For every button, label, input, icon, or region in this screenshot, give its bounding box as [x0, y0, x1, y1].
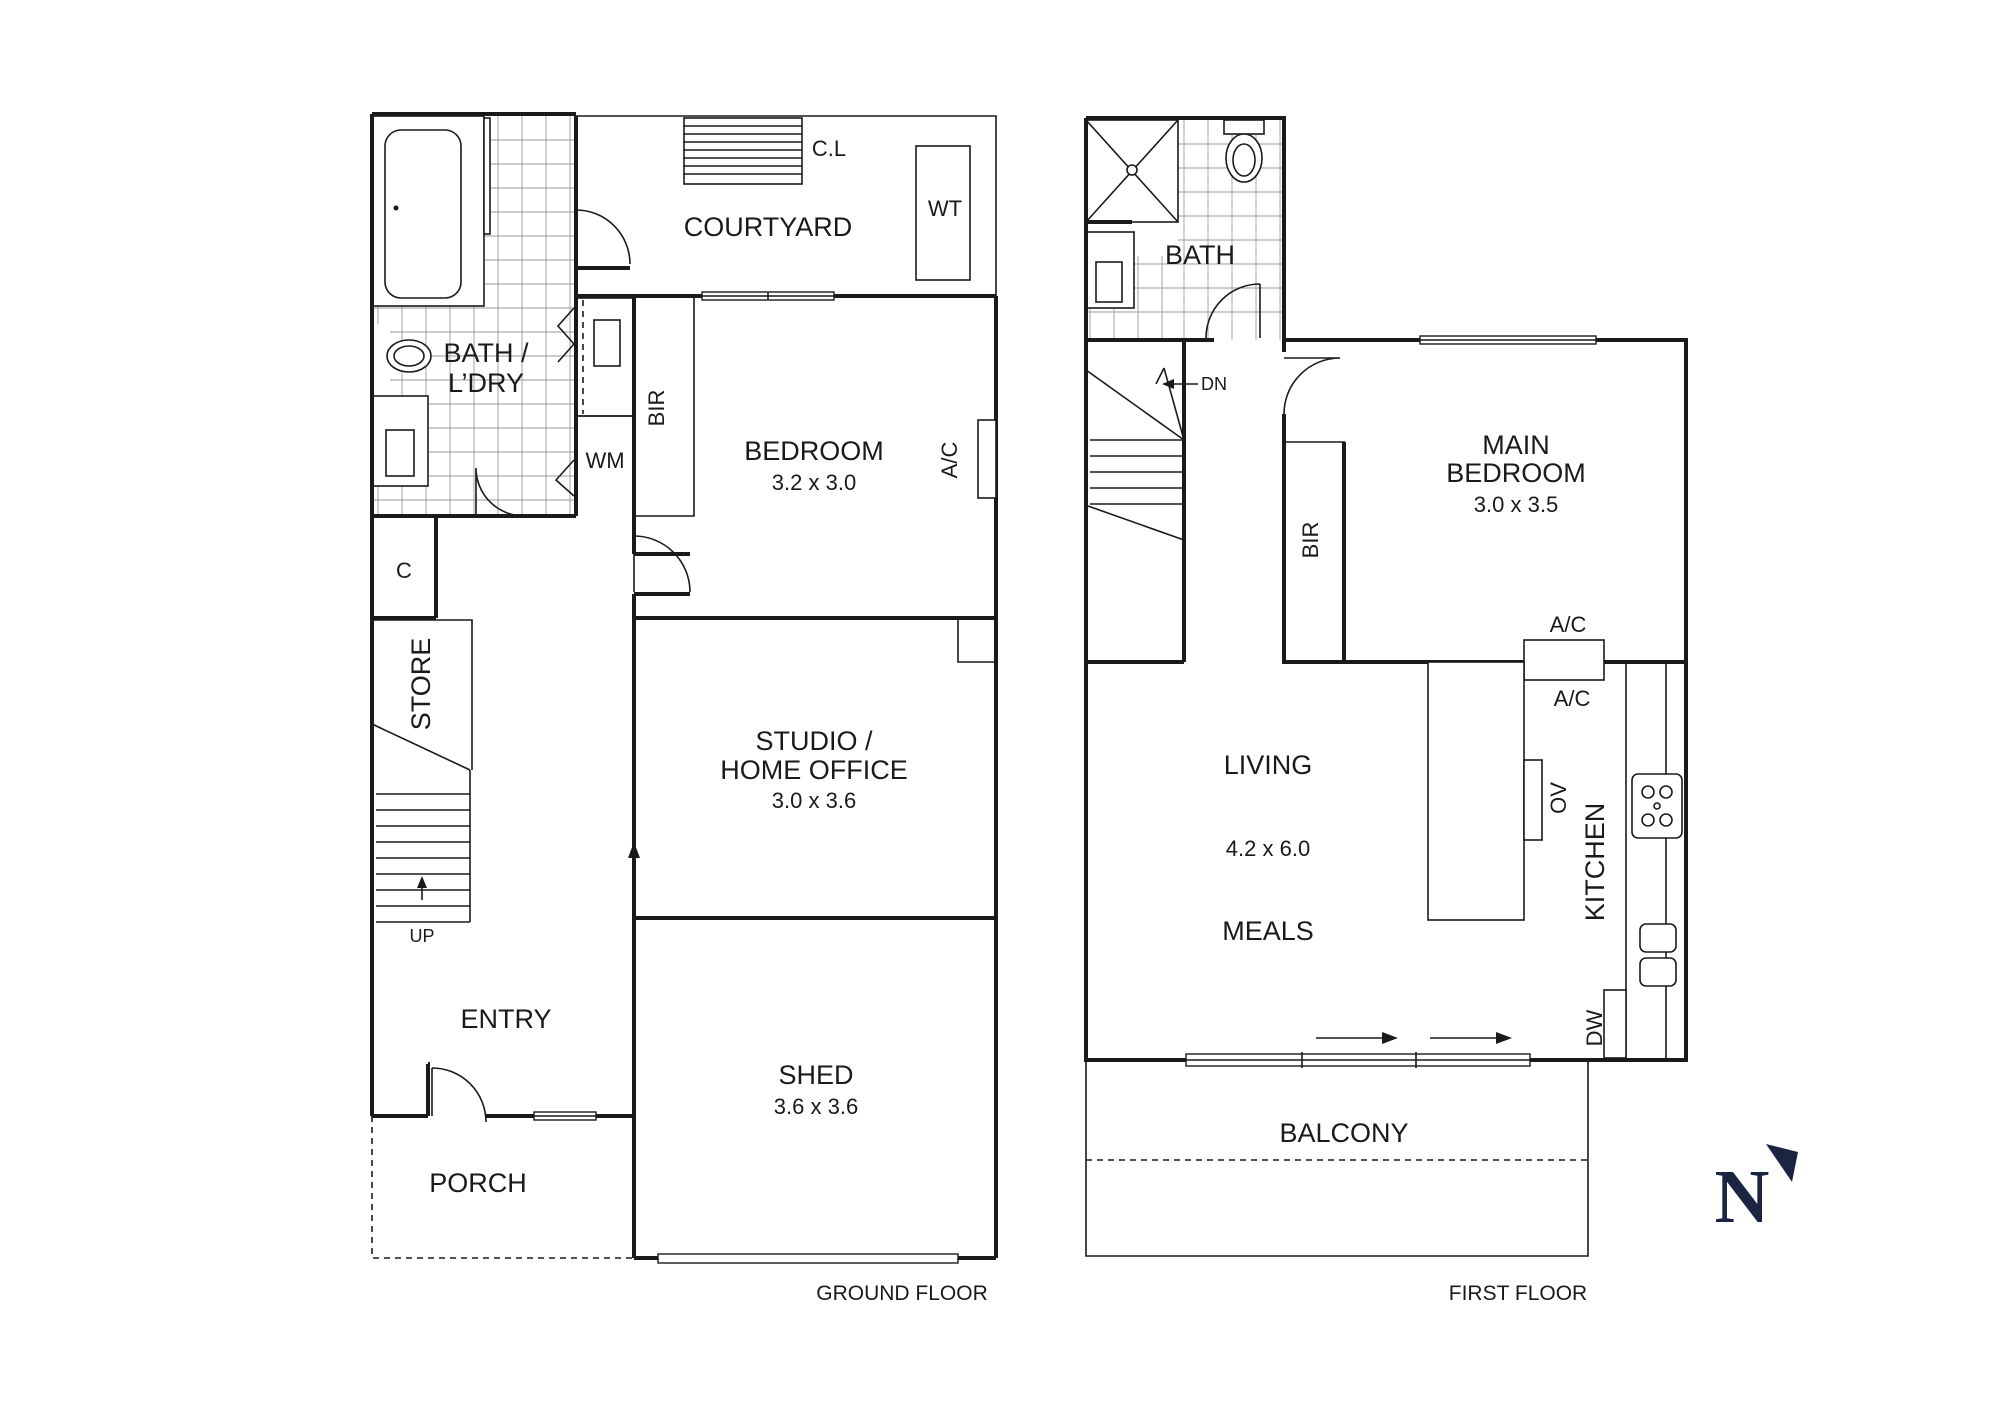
- first-bath-label: BATH: [1165, 240, 1235, 270]
- kitchen-label: KITCHEN: [1580, 803, 1610, 922]
- north-letter: N: [1715, 1155, 1770, 1239]
- main-bedroom-door-swing: [1283, 357, 1341, 415]
- first-toilet-cistern: [1223, 119, 1265, 135]
- bedroom-window: [701, 291, 835, 301]
- bath-laundry-label-line1: BATH /: [443, 338, 529, 368]
- studio-label-line1: STUDIO /: [755, 726, 873, 756]
- front-door-swing: [431, 1067, 487, 1123]
- studio-label-line2: HOME OFFICE: [720, 755, 908, 785]
- porch-outline: [371, 1116, 634, 1259]
- bedroom-west-wall: [632, 296, 690, 556]
- first-bath-door-swing: [1205, 283, 1261, 339]
- main-bedroom-window: [1419, 335, 1597, 345]
- bath-laundry-label-line2: L’DRY: [448, 368, 524, 398]
- shed-dimensions: 3.6 x 3.6: [774, 1094, 858, 1119]
- first-floor-caption: FIRST FLOOR: [1449, 1282, 1587, 1305]
- shed-label: SHED: [778, 1060, 853, 1090]
- oven: [1523, 759, 1543, 841]
- meals-label: MEALS: [1222, 916, 1314, 946]
- cupboard-label: C: [396, 558, 412, 583]
- hall-arrow-head: [628, 842, 640, 858]
- oven-label: OV: [1546, 782, 1571, 814]
- bathtub-basin: [384, 129, 462, 299]
- store-label: STORE: [406, 638, 436, 731]
- kitchen-sink: [1639, 923, 1677, 987]
- dishwasher: [1603, 989, 1627, 1059]
- first-vanity-basin: [1095, 261, 1123, 303]
- shed-roller-door: [657, 1253, 959, 1264]
- dishwasher-label: DW: [1582, 1009, 1607, 1046]
- studio-dimensions: 3.0 x 3.6: [772, 788, 856, 813]
- kitchen-island: [1427, 661, 1525, 921]
- shower: [1085, 119, 1179, 223]
- first-floor-plan: BATH DN MAIN BEDROOM 3.0 x 3.5 BIR A/C A…: [1084, 116, 1688, 1305]
- bedroom-dimensions: 3.2 x 3.0: [772, 470, 856, 495]
- balcony-label: BALCONY: [1279, 1118, 1408, 1148]
- store-outline: [372, 619, 473, 770]
- bathtub-drain: [393, 205, 399, 211]
- bedroom-ac-label: A/C: [937, 442, 962, 479]
- bir-outline: [634, 296, 695, 517]
- living-label: LIVING: [1224, 750, 1313, 780]
- clothesline: [683, 117, 803, 185]
- stairs-up-label: UP: [409, 926, 434, 946]
- washing-machine-label: WM: [585, 448, 624, 473]
- kitchen-bench: [1625, 661, 1686, 1060]
- porch-label: PORCH: [429, 1168, 527, 1198]
- main-bedroom-label-line1: MAIN: [1482, 430, 1550, 460]
- hall-east-wall: [632, 592, 690, 1258]
- balcony-outline: [1085, 1060, 1589, 1257]
- courtyard-door-swing: [575, 209, 631, 265]
- first-bir-label: BIR: [1298, 522, 1323, 559]
- bifold-door-lower: [554, 459, 575, 497]
- balcony-sliding-doors: [1185, 1032, 1531, 1068]
- ground-floor-plan: COURTYARD C.L WT BATH / L’DRY WM BIR BED…: [370, 112, 998, 1305]
- bedroom-ac-unit: [977, 419, 997, 499]
- shower-screen: [483, 117, 491, 235]
- ac-upper-label: A/C: [1550, 612, 1587, 637]
- bath-door-swing: [475, 467, 525, 517]
- bifold-door-upper: [556, 307, 576, 363]
- stairs-down-label: DN: [1201, 374, 1227, 394]
- ground-bir-label: BIR: [644, 390, 669, 427]
- cooktop: [1631, 773, 1683, 839]
- ground-stairs: [371, 723, 471, 923]
- entry-window: [533, 1111, 597, 1121]
- bedroom-door-swing: [633, 535, 691, 593]
- laundry-tub: [593, 319, 621, 367]
- entry-label: ENTRY: [460, 1004, 551, 1034]
- studio-recess: [957, 618, 996, 663]
- water-tank-label: WT: [928, 196, 962, 221]
- first-ac-unit: [1523, 639, 1605, 681]
- courtyard-boundary: [576, 115, 997, 296]
- main-bedroom-dimensions: 3.0 x 3.5: [1474, 492, 1558, 517]
- bath-laundry-tiles: [372, 116, 574, 516]
- courtyard-label: COURTYARD: [684, 212, 853, 242]
- clothesline-label: C.L: [812, 136, 846, 161]
- north-compass: N: [1715, 1144, 1798, 1239]
- water-tank: [915, 145, 971, 281]
- ground-floor-caption: GROUND FLOOR: [816, 1282, 988, 1305]
- living-dimensions: 4.2 x 6.0: [1226, 836, 1310, 861]
- bedroom-label: BEDROOM: [744, 436, 884, 466]
- north-arrow-icon: [1766, 1144, 1798, 1182]
- toilet-seat: [393, 345, 425, 367]
- main-bedroom-label-line2: BEDROOM: [1446, 458, 1586, 488]
- vanity-basin: [385, 429, 415, 477]
- ac-lower-label: A/C: [1554, 686, 1591, 711]
- first-toilet-seat: [1232, 143, 1256, 177]
- first-stairs: [1085, 340, 1198, 664]
